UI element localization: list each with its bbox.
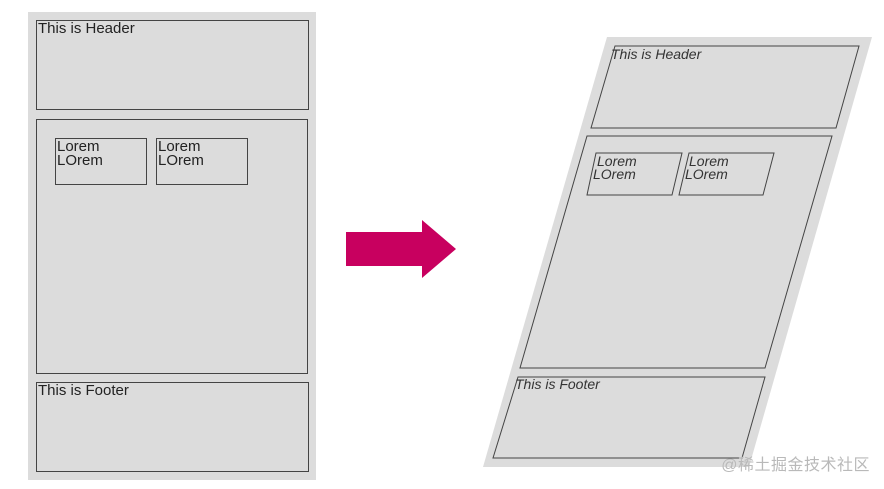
skewed-footer-box (492, 376, 766, 459)
skewed-lorem-2-line-1: Lorem (689, 153, 729, 169)
arrow-right-icon (346, 220, 456, 278)
skewed-lorem-1-line-1: Lorem (597, 153, 637, 169)
main-content-box: Lorem LOrem Lorem LOrem (36, 119, 308, 374)
header-label: This is Header (38, 20, 135, 37)
skewed-header-label: This is Header (611, 46, 702, 62)
header-box: This is Header (36, 20, 309, 110)
skewed-lorem-1-line-2: LOrem (593, 166, 636, 182)
lorem-line-1: Lorem (158, 138, 201, 155)
skewed-lorem-box-2 (678, 152, 775, 196)
lorem-box-2: Lorem LOrem (156, 138, 248, 185)
footer-label: This is Footer (38, 382, 129, 399)
footer-box: This is Footer (36, 382, 309, 472)
original-layout-panel: This is Header Lorem LOrem Lorem LOrem T… (28, 12, 316, 480)
lorem-line-2: LOrem (158, 152, 204, 169)
watermark-text: @稀土掘金技术社区 (721, 457, 870, 474)
skewed-header-box (590, 45, 860, 129)
skewed-footer-label: This is Footer (515, 376, 600, 392)
lorem-box-1: Lorem LOrem (55, 138, 147, 185)
lorem-line-1: Lorem (57, 138, 100, 155)
skewed-layout-panel: This is Header Lorem LOrem Lorem LOrem T… (483, 37, 873, 467)
lorem-line-2: LOrem (57, 152, 103, 169)
skewed-lorem-box-1 (586, 152, 683, 196)
skewed-lorem-2-line-2: LOrem (685, 166, 728, 182)
